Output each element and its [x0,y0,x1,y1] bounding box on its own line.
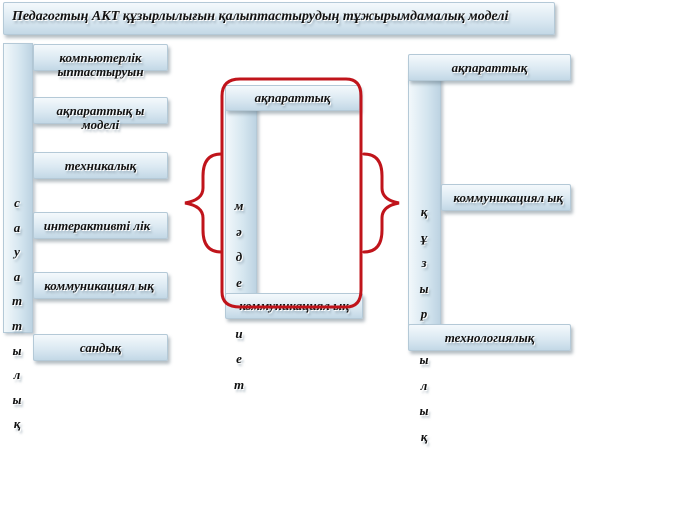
right-vertical-letter: р [420,306,428,322]
right-vertical-label: қ ұ з ы р ы л ы қ [414,199,434,449]
left-vertical-label: с а у а т т ы л ы қ [7,191,27,437]
right-vertical-letter: қ [420,204,428,219]
left-vertical-letter: т [11,293,23,309]
left-item-information: ақпараттық ы моделі [56,103,145,132]
middle-vertical-letter: т [233,376,245,392]
right-vertical-letter: ұ [420,229,428,245]
middle-vertical-letter: м [234,198,244,213]
middle-vertical-bar [225,97,257,297]
left-item-box-technical [33,152,168,179]
left-item-digital: сандық [79,340,122,355]
left-item-technical: техникалық [64,158,137,173]
right-vertical-letter: қ [420,428,428,444]
left-vertical-letter: у [14,244,20,260]
middle-frame-path [220,77,363,309]
right-middle-box [441,184,571,211]
middle-top-label: ақпараттық [254,90,331,105]
middle-vertical-letter: д [235,249,243,264]
middle-vertical-letter: е [236,351,242,366]
left-item-interactive: интерактивті лік [43,218,151,233]
left-item-box-computer [33,44,168,71]
left-vertical-letter: ы [12,391,22,407]
middle-vertical-letter: е [236,274,242,290]
right-vertical-bar [408,72,441,327]
left-vertical-bar [3,43,33,333]
left-vertical-letter: қ [13,416,21,432]
left-item-computer: компьютерлік ыптастыруын [57,50,144,79]
left-vertical-letter: а [13,219,21,235]
right-top-label: ақпараттық [451,60,528,75]
left-item-box-interactive [33,212,168,239]
left-item-box-digital [33,334,168,361]
left-vertical-letter: ы [12,342,22,358]
right-vertical-letter: ы [419,280,429,296]
right-bottom-box [408,324,571,351]
left-brace-path [184,152,223,254]
left-vertical-letter: т [11,317,23,333]
left-item-box-communication [33,272,168,299]
right-vertical-letter: л [420,377,428,393]
right-top-box [408,54,571,81]
left-item-communication: коммуникациял ық [44,278,154,293]
middle-vertical-letter: и [235,325,243,341]
right-middle-label: коммуникациял ық [453,190,563,205]
left-vertical-letter: с [14,195,20,210]
left-vertical-letter: л [13,367,21,383]
right-vertical-letter: ы [419,351,429,367]
left-vertical-letter: а [13,268,21,284]
right-vertical-letter: ы [419,403,429,419]
right-bottom-label: технологиялық [444,330,535,345]
page-title: Педагогтың АКТ құзырлылығын қалыптастыру… [12,9,509,24]
right-vertical-letter: з [421,255,427,271]
left-item-box-information [33,97,168,124]
middle-top-box [225,85,360,111]
middle-vertical-letter: ә [236,223,242,239]
title-box: Педагогтың АКТ құзырлылығын қалыптастыру… [3,2,555,35]
right-brace-path [362,152,400,254]
